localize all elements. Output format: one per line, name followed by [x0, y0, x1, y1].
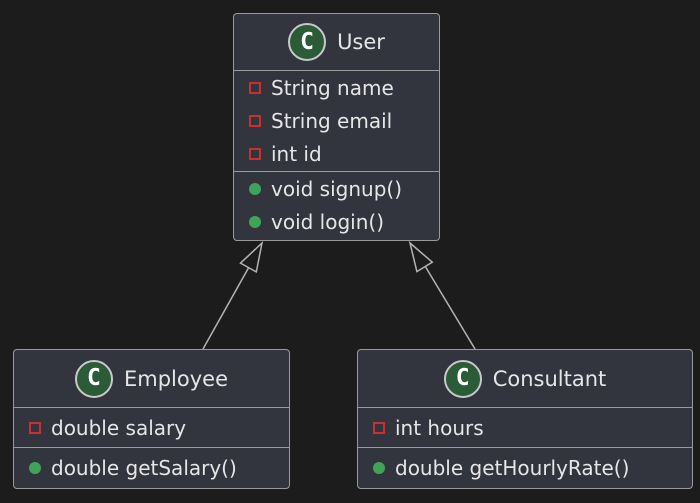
public-method-icon: [29, 461, 41, 474]
field-row: int id: [234, 138, 439, 171]
private-field-icon: [373, 421, 385, 434]
method-row: void signup(): [234, 172, 439, 205]
field-row: String email: [234, 105, 439, 138]
private-field-icon: [29, 421, 41, 434]
field-row: double salary: [14, 418, 289, 438]
private-field-icon: [249, 82, 261, 94]
field-text: String email: [271, 109, 393, 133]
field-text: int id: [271, 142, 322, 166]
field-text: String name: [271, 76, 394, 100]
fields-section-user: String name String email int id: [234, 71, 439, 171]
class-badge-icon: C: [74, 359, 113, 398]
inheritance-arrow-consultant-user: [408, 240, 476, 350]
public-method-icon: [249, 182, 261, 195]
inheritance-arrow-employee-user: [202, 240, 264, 350]
fields-section-employee: double salary: [14, 408, 289, 447]
field-row: int hours: [358, 418, 692, 438]
class-header-user: C User: [234, 14, 439, 71]
field-text: int hours: [395, 415, 484, 440]
private-field-icon: [249, 148, 261, 160]
method-row: double getSalary(): [14, 458, 289, 478]
methods-section-employee: double getSalary(): [14, 447, 289, 487]
method-text: void login(): [271, 209, 385, 234]
class-header-consultant: C Consultant: [358, 350, 692, 408]
method-text: double getSalary(): [51, 455, 237, 480]
class-box-user: C User String name String email int id v…: [233, 13, 440, 241]
method-row: void login(): [234, 205, 439, 238]
class-box-consultant: C Consultant int hours double getHourlyR…: [357, 349, 693, 489]
class-name-user: User: [337, 30, 385, 54]
class-box-employee: C Employee double salary double getSalar…: [13, 349, 290, 489]
fields-section-consultant: int hours: [358, 408, 692, 447]
class-badge-icon: C: [288, 23, 327, 61]
public-method-icon: [249, 215, 261, 228]
methods-section-user: void signup() void login(): [234, 171, 439, 238]
method-text: void signup(): [271, 176, 403, 201]
field-text: double salary: [51, 415, 187, 440]
class-name-employee: Employee: [123, 366, 228, 391]
methods-section-consultant: double getHourlyRate(): [358, 447, 692, 487]
private-field-icon: [249, 115, 261, 127]
class-name-consultant: Consultant: [492, 366, 607, 391]
field-row: String name: [234, 72, 439, 105]
class-badge-icon: C: [443, 359, 482, 398]
public-method-icon: [373, 461, 385, 474]
method-text: double getHourlyRate(): [395, 455, 630, 480]
class-header-employee: C Employee: [14, 350, 289, 408]
method-row: double getHourlyRate(): [358, 458, 692, 478]
